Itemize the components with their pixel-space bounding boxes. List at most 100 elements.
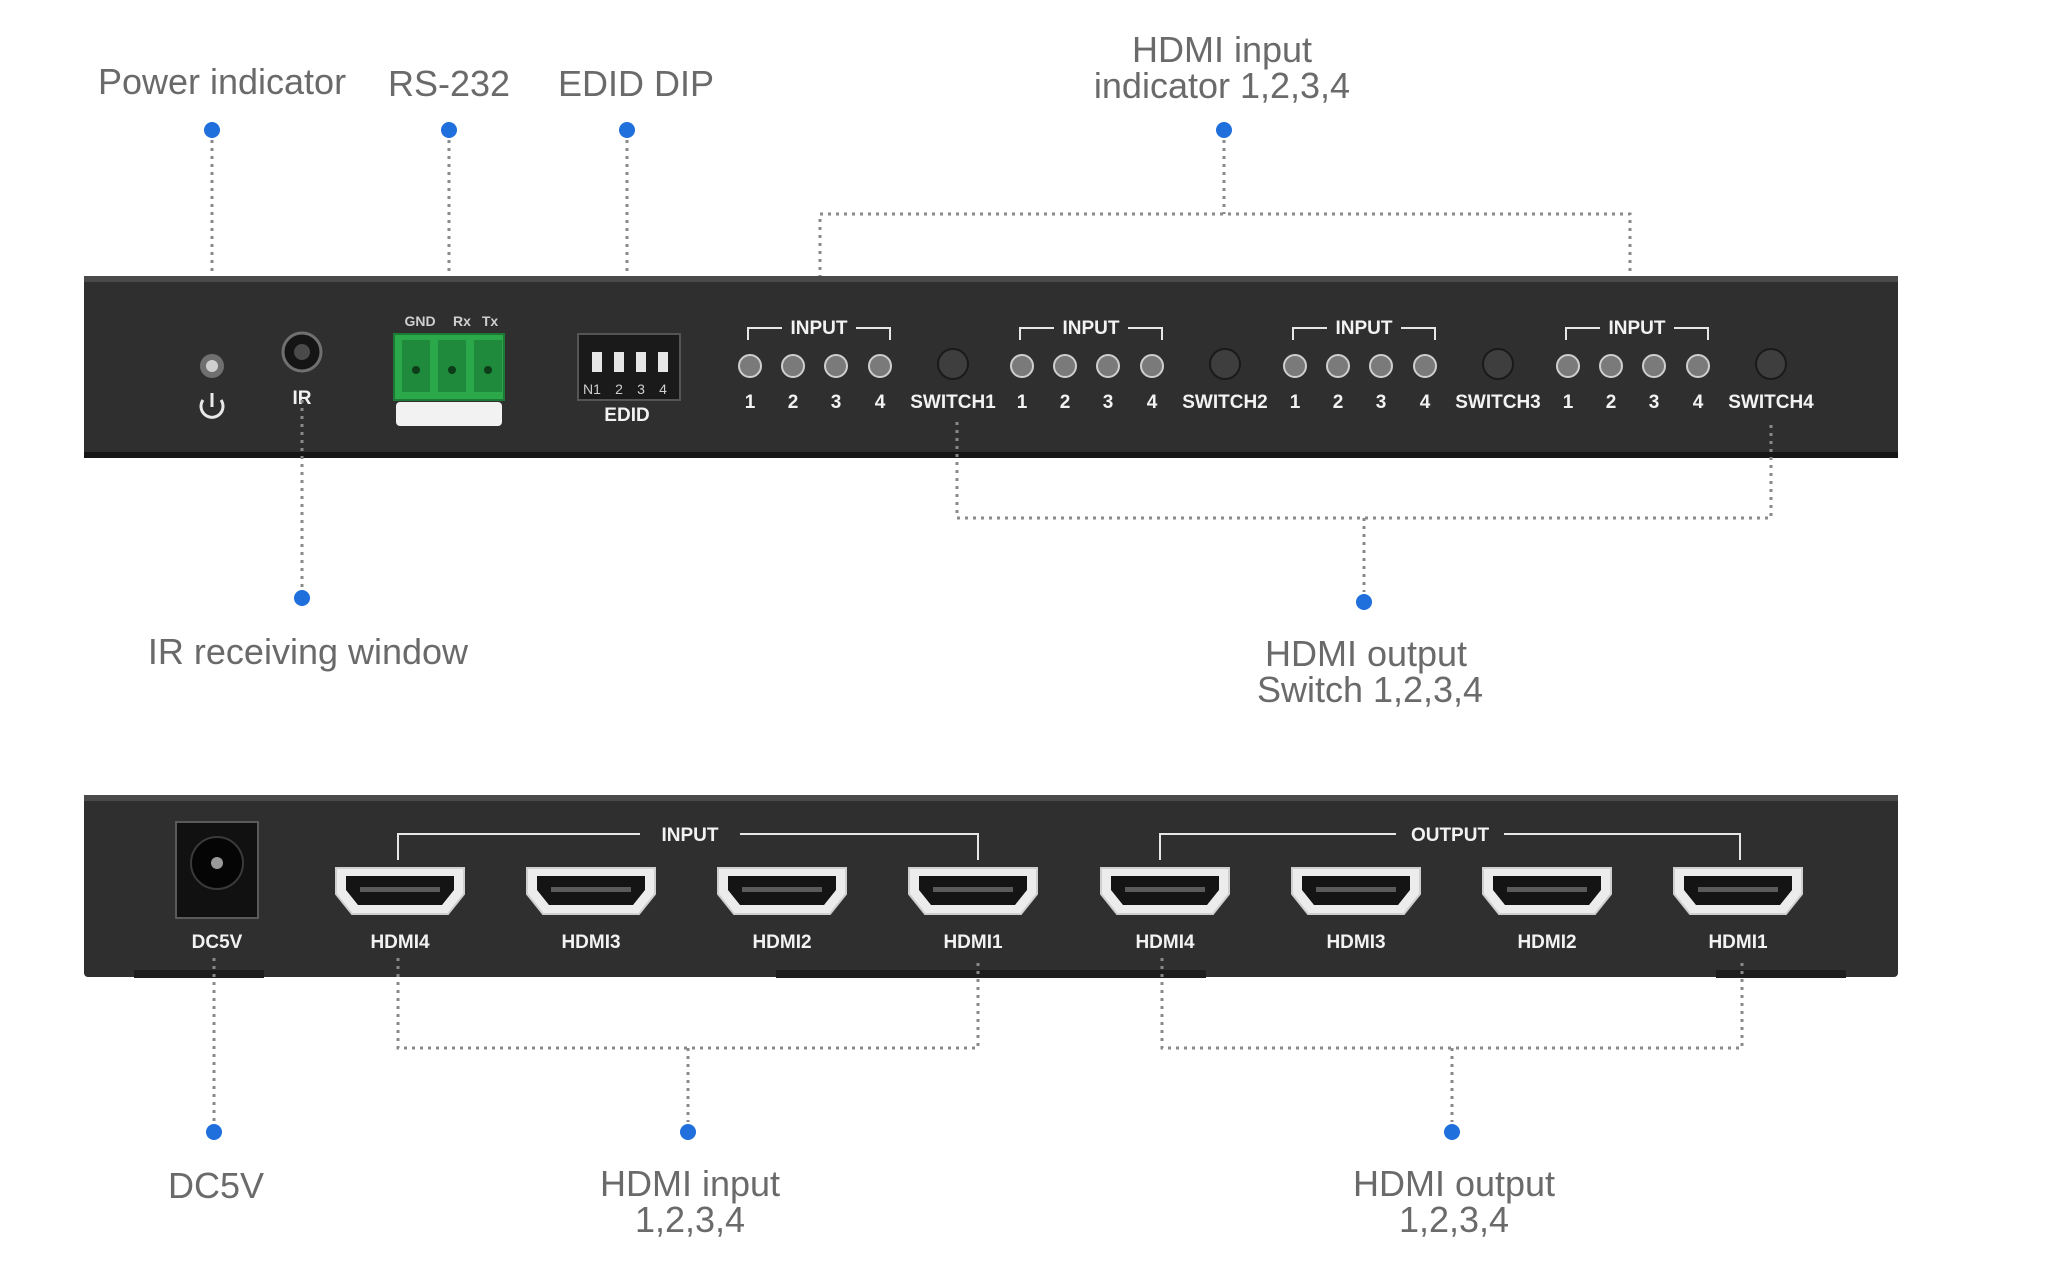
- hdmi-output-port-4: [1100, 867, 1230, 915]
- led-number: 3: [1376, 392, 1387, 413]
- hdmi-output-label: HDMI4: [1135, 932, 1195, 953]
- hdmi-input-port-4: [335, 867, 465, 915]
- input-led: [781, 354, 805, 378]
- led-number: 1: [745, 392, 756, 413]
- callout-rs232: RS-232: [388, 63, 510, 104]
- leader-bracket: [818, 212, 1632, 310]
- led-number: 3: [831, 392, 842, 413]
- dip-number: 2: [615, 381, 623, 397]
- input-led: [1326, 354, 1350, 378]
- callout-ir-receiving-window: IR receiving window: [148, 631, 469, 672]
- hdmi-input-port-2: [717, 867, 847, 915]
- input-led: [1369, 354, 1393, 378]
- switch-button-3: [1482, 348, 1514, 380]
- led-number: 2: [1333, 392, 1344, 413]
- hdmi-input-label: HDMI4: [370, 932, 430, 953]
- hdmi-output-port-3: [1291, 867, 1421, 915]
- input-led: [824, 354, 848, 378]
- marker-dot: [204, 122, 220, 138]
- dc-power-jack: [175, 821, 259, 919]
- leader-bracket: [955, 422, 1773, 520]
- callout-hdmi-output-switch-line1: HDMI output: [1265, 633, 1467, 674]
- input-group-label: INPUT: [1336, 318, 1393, 339]
- input-group-label: INPUT: [1609, 318, 1666, 339]
- dc5v-label: DC5V: [192, 932, 243, 953]
- led-number: 3: [1103, 392, 1114, 413]
- marker-dot: [1356, 594, 1372, 610]
- input-led: [1140, 354, 1164, 378]
- hdmi-input-label: HDMI2: [752, 932, 811, 953]
- input-led: [1096, 354, 1120, 378]
- input-led: [868, 354, 892, 378]
- input-led: [1642, 354, 1666, 378]
- hdmi-output-port-2: [1482, 867, 1612, 915]
- hdmi-output-label: HDMI1: [1708, 932, 1768, 953]
- rs232-label: RS-232: [420, 406, 478, 425]
- input-led: [1053, 354, 1077, 378]
- power-led: [200, 354, 224, 378]
- dip-on-label: N1: [583, 381, 601, 397]
- marker-dot: [206, 1124, 222, 1140]
- dip-number: 4: [659, 381, 667, 397]
- switch-button-1: [937, 348, 969, 380]
- callout-hdmi-input-indicator-line1: HDMI input: [1132, 29, 1312, 70]
- callout-hdmi-input-line1: HDMI input: [600, 1163, 780, 1204]
- led-number: 4: [1693, 392, 1704, 413]
- marker-dot: [441, 122, 457, 138]
- rear-input-header: INPUT: [662, 825, 719, 846]
- input-led: [1283, 354, 1307, 378]
- hdmi-output-label: HDMI3: [1326, 932, 1385, 953]
- input-led: [738, 354, 762, 378]
- hdmi-input-port-3: [526, 867, 656, 915]
- rear-output-header: OUTPUT: [1411, 825, 1490, 846]
- input-group-4: INPUT 1 2 3 4 SWITCH4: [1556, 318, 1814, 413]
- marker-dot: [680, 1124, 696, 1140]
- callout-hdmi-input-line2: 1,2,3,4: [635, 1199, 745, 1240]
- switch-label-4: SWITCH4: [1728, 392, 1814, 413]
- led-number: 2: [1606, 392, 1617, 413]
- rs232-pin-rx: Rx: [453, 313, 471, 329]
- callout-edid-dip: EDID DIP: [558, 63, 714, 104]
- input-led: [1413, 354, 1437, 378]
- switch-label-2: SWITCH2: [1182, 392, 1268, 413]
- input-led: [1686, 354, 1710, 378]
- edid-dip-switch: [577, 333, 681, 401]
- ir-label: IR: [293, 388, 312, 409]
- hdmi-output-port-1: [1673, 867, 1803, 915]
- input-group-1: INPUT 1 2 3 4 SWITCH1: [738, 318, 996, 413]
- dip-number: 3: [637, 381, 645, 397]
- front-panel: IR GND Rx Tx RS-232 N1 2 3 4 EDID: [84, 276, 1898, 458]
- led-number: 3: [1649, 392, 1660, 413]
- led-number: 4: [875, 392, 886, 413]
- hdmi-input-port-1: [908, 867, 1038, 915]
- marker-dot: [1216, 122, 1232, 138]
- callout-hdmi-output-line2: 1,2,3,4: [1399, 1199, 1509, 1240]
- input-group-label: INPUT: [791, 318, 848, 339]
- edid-label: EDID: [604, 405, 649, 426]
- led-number: 4: [1147, 392, 1158, 413]
- leader-bracket: [1160, 958, 1744, 1050]
- callout-hdmi-output-switch-line2: Switch 1,2,3,4: [1257, 669, 1483, 710]
- input-led: [1556, 354, 1580, 378]
- switch-label-1: SWITCH1: [910, 392, 996, 413]
- marker-dot: [294, 590, 310, 606]
- callout-hdmi-input-indicator-line2: indicator 1,2,3,4: [1094, 65, 1350, 106]
- hdmi-output-label: HDMI2: [1517, 932, 1576, 953]
- hdmi-input-label: HDMI1: [943, 932, 1003, 953]
- callout-power-indicator: Power indicator: [98, 61, 346, 102]
- rs232-pin-tx: Tx: [482, 313, 499, 329]
- leader-bracket: [396, 958, 980, 1050]
- led-number: 1: [1563, 392, 1574, 413]
- input-group-2: INPUT 1 2 3 4 SWITCH2: [1010, 318, 1268, 413]
- power-icon: [199, 393, 225, 419]
- led-number: 4: [1420, 392, 1431, 413]
- input-led: [1599, 354, 1623, 378]
- rs232-pin-gnd: GND: [404, 313, 435, 329]
- input-led: [1010, 354, 1034, 378]
- input-group-3: INPUT 1 2 3 4 SWITCH3: [1283, 318, 1541, 413]
- led-number: 2: [788, 392, 799, 413]
- led-number: 1: [1290, 392, 1301, 413]
- switch-label-3: SWITCH3: [1455, 392, 1541, 413]
- led-number: 2: [1060, 392, 1071, 413]
- ir-window: [281, 331, 323, 373]
